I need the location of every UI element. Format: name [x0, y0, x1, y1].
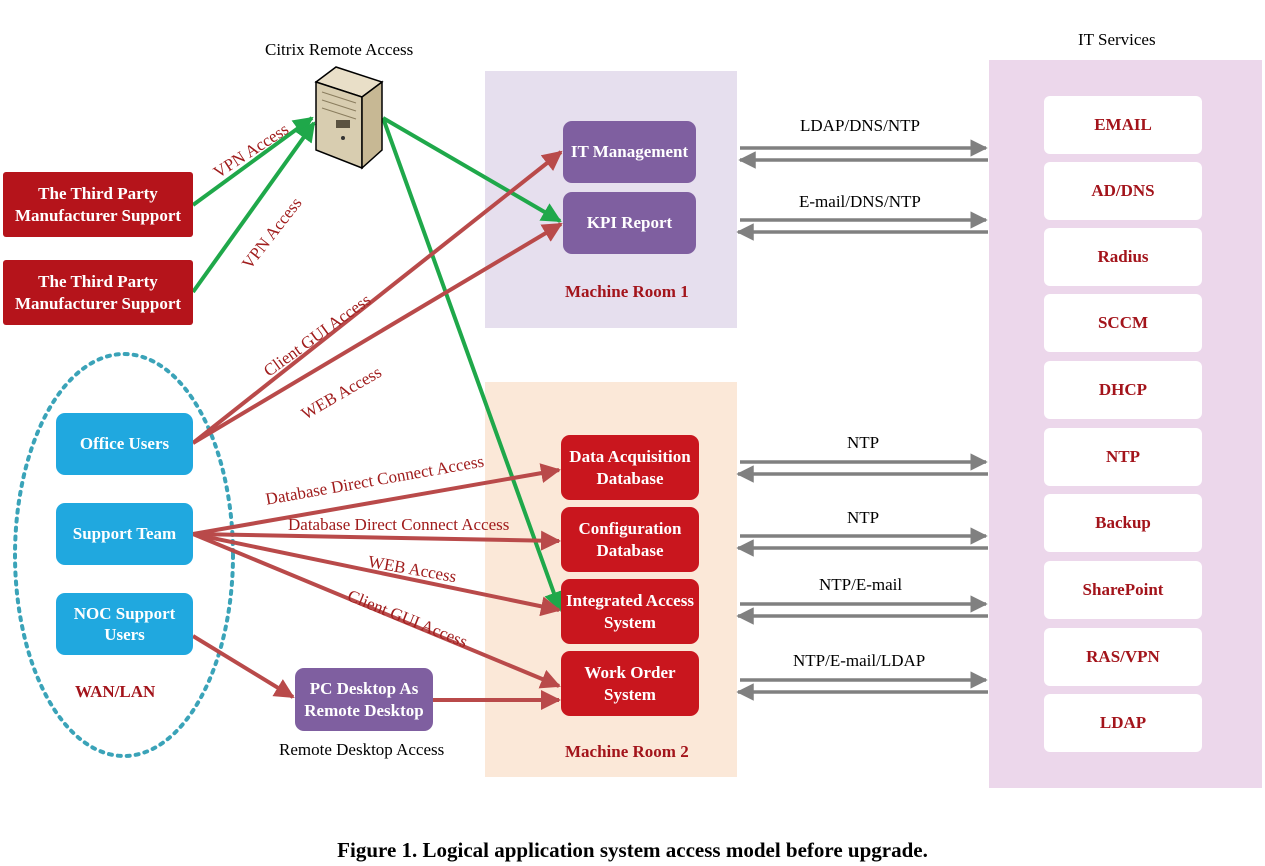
noc-support-users: NOC Support Users [56, 593, 193, 655]
citrix-to-kpi-arrow [381, 116, 562, 223]
citrix-to-integrated-arrow [381, 117, 564, 612]
protocol-label-6: NTP/E-mail/LDAP [793, 651, 926, 670]
service-backup: Backup [1044, 494, 1202, 552]
work-order-system: Work Order System [561, 651, 699, 716]
vpn-arrow-1 [191, 116, 314, 207]
support-to-configuration-arrow [192, 530, 561, 551]
office-users: Office Users [56, 413, 193, 475]
support-to-work-order-arrow [192, 532, 561, 689]
it-management: IT Management [563, 121, 696, 183]
configuration-database: Configuration Database [561, 507, 699, 572]
vpn-arrow-2 [191, 121, 316, 294]
third-party-support-2: The Third Party Manufacturer Support [3, 260, 193, 325]
citrix-label: Citrix Remote Access [265, 40, 414, 59]
remote-desktop-access-label: Remote Desktop Access [279, 740, 445, 759]
protocol-label-3: NTP [847, 433, 880, 452]
support-team: Support Team [56, 503, 193, 565]
kpi-report: KPI Report [563, 192, 696, 254]
machine-room-1-label: Machine Room 1 [565, 282, 689, 301]
service-email: EMAIL [1044, 96, 1202, 154]
integrated-access-system: Integrated Access System [561, 579, 699, 644]
protocol-label-4: NTP [847, 508, 880, 527]
office-to-kpi-arrow [191, 222, 563, 445]
noc-to-pc-desktop-arrow [191, 634, 295, 699]
wan-lan-label: WAN/LAN [75, 682, 156, 701]
support-to-integrated-arrow [192, 532, 561, 617]
figure-caption: Figure 1. Logical application system acc… [337, 838, 928, 862]
service-ntp: NTP [1044, 428, 1202, 486]
protocol-label-5: NTP/E-mail [819, 575, 903, 594]
service-dhcp: DHCP [1044, 361, 1202, 419]
data-acquisition-database: Data Acquisition Database [561, 435, 699, 500]
it-services-title: IT Services [1078, 30, 1156, 49]
service-sccm: SCCM [1044, 294, 1202, 352]
third-party-support-1: The Third Party Manufacturer Support [3, 172, 193, 237]
wan-lan-ellipse [13, 352, 235, 758]
support-to-data-acquisition-arrow [192, 463, 561, 536]
service-ad-dns: AD/DNS [1044, 162, 1202, 220]
protocol-label-2: E-mail/DNS/NTP [799, 192, 921, 211]
server-icon [314, 66, 384, 170]
office-to-it-management-arrow [191, 150, 563, 445]
service-sharepoint: SharePoint [1044, 561, 1202, 619]
pc-desktop: PC Desktop As Remote Desktop [295, 668, 433, 731]
service-ldap: LDAP [1044, 694, 1202, 752]
machine-room-2-label: Machine Room 2 [565, 742, 689, 761]
protocol-label-1: LDAP/DNS/NTP [800, 116, 920, 135]
db-direct-access-label-2: Database Direct Connect Access [288, 515, 510, 534]
service-ras-vpn: RAS/VPN [1044, 628, 1202, 686]
service-radius: Radius [1044, 228, 1202, 286]
